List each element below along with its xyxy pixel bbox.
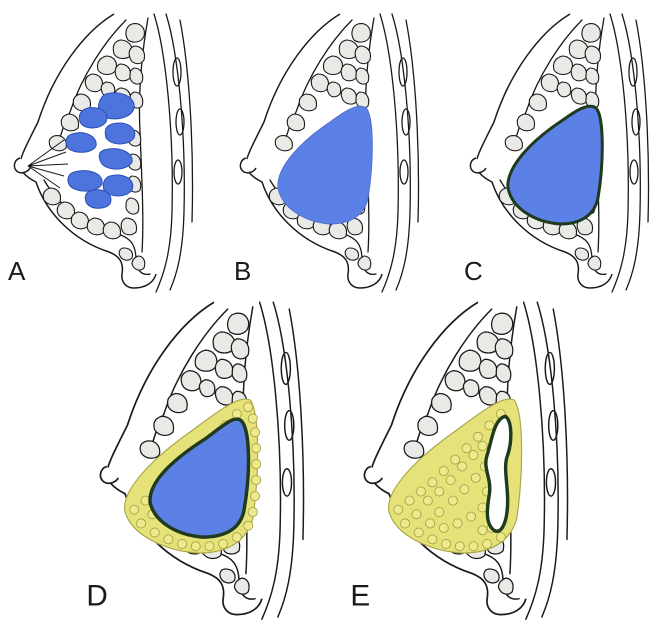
panel-a: A [8, 14, 193, 292]
panel-d: D [86, 302, 303, 619]
panel-label-e: E [350, 580, 370, 613]
panel-label-d: D [86, 580, 107, 613]
panel-b: B [234, 14, 419, 292]
panel-label-c: C [464, 256, 483, 286]
panel-c: C [464, 14, 649, 292]
panel-label-a: A [8, 256, 26, 286]
panel-label-b: B [234, 256, 251, 286]
panel-e: E [350, 302, 567, 619]
